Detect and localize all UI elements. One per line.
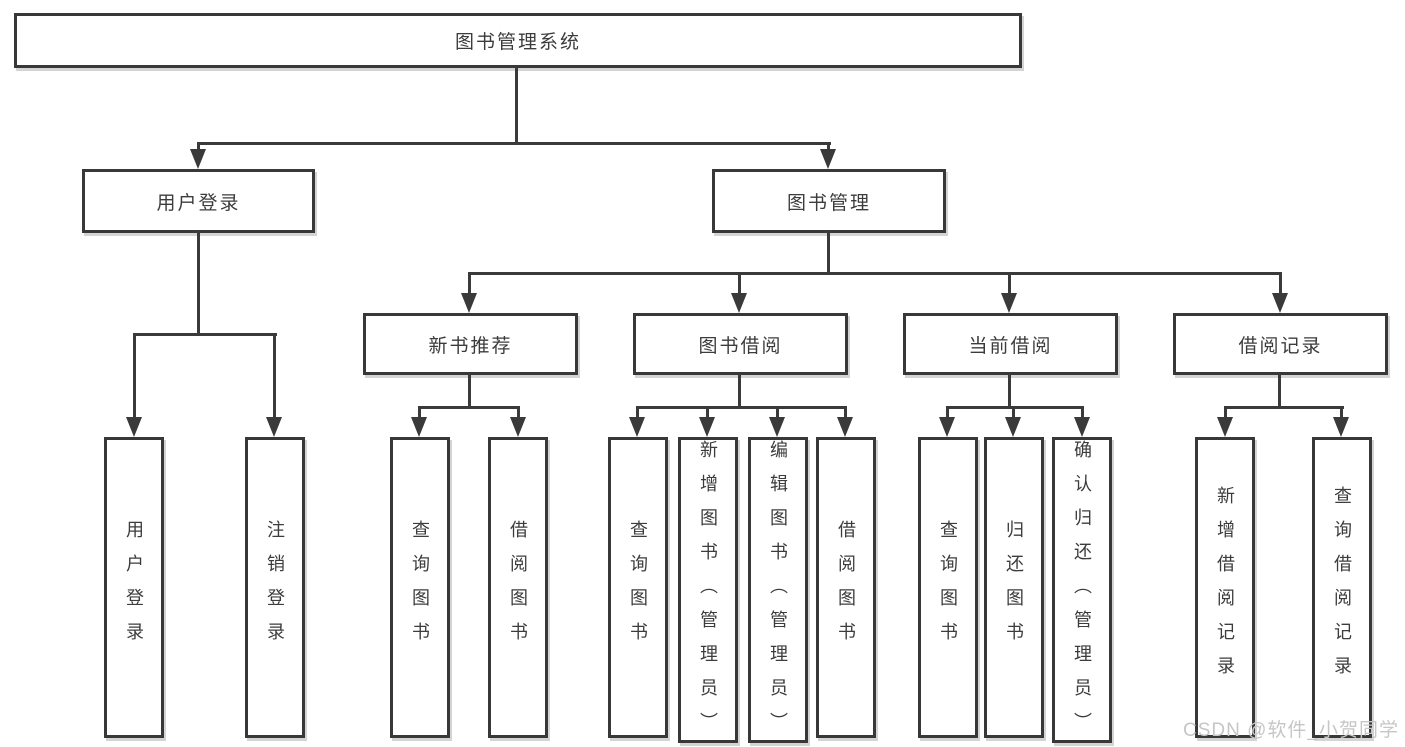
arrow-cb-query-icon bbox=[939, 417, 955, 437]
connector-drop-br-add bbox=[1224, 406, 1227, 419]
node-borrowing-records: 借阅记录 bbox=[1173, 313, 1388, 375]
leaf-bb-add-books-admin: 新增图书（管理员） bbox=[678, 437, 738, 746]
leaf-cb-return-books: 归还图书 bbox=[984, 437, 1044, 738]
connector-nbr-stem bbox=[468, 373, 471, 408]
connector-drop-nbr-borrow bbox=[517, 406, 520, 419]
connector-drop-nbr-query bbox=[418, 406, 421, 419]
leaf-logout-label: 注销登录 bbox=[265, 519, 285, 656]
node-user-login-label: 用户登录 bbox=[156, 192, 241, 214]
connector-drop-new-book-recommend bbox=[468, 272, 471, 294]
arrow-cb-return-icon bbox=[1005, 417, 1021, 437]
leaf-bb-add-books-admin-label: 新增图书（管理员） bbox=[698, 440, 718, 746]
arrow-leaf-logout-icon bbox=[266, 417, 282, 437]
leaf-cb-confirm-return-admin: 确认归还（管理员） bbox=[1052, 437, 1112, 746]
connector-bb-bar bbox=[636, 406, 847, 409]
arrow-borrowing-records-icon bbox=[1272, 293, 1288, 313]
arrow-bb-borrow-icon bbox=[837, 417, 853, 437]
arrow-current-borrowing-icon bbox=[1001, 293, 1017, 313]
arrow-nbr-query-icon bbox=[411, 417, 427, 437]
leaf-nbr-query-books-label: 查询图书 bbox=[410, 519, 430, 656]
arrow-bb-query-icon bbox=[629, 417, 645, 437]
arrow-book-borrowing-icon bbox=[731, 293, 747, 313]
node-root: 图书管理系统 bbox=[14, 13, 1022, 68]
connector-drop-current-borrowing bbox=[1008, 272, 1011, 294]
leaf-bb-query-books: 查询图书 bbox=[608, 437, 668, 738]
leaf-logout: 注销登录 bbox=[245, 437, 305, 738]
arrow-bb-edit-icon bbox=[769, 417, 785, 437]
watermark: CSDN @软件_小贺同学 bbox=[1183, 720, 1399, 741]
node-new-book-recommend-label: 新书推荐 bbox=[428, 335, 513, 357]
connector-root-stem bbox=[515, 66, 518, 144]
leaf-nbr-borrow-books: 借阅图书 bbox=[488, 437, 548, 738]
arrow-user-login-icon bbox=[190, 149, 206, 169]
node-book-borrowing-label: 图书借阅 bbox=[698, 335, 783, 357]
connector-user-login-bar bbox=[133, 333, 277, 336]
connector-drop-cb-return bbox=[1012, 406, 1015, 419]
connector-br-bar bbox=[1224, 406, 1344, 409]
leaf-bb-borrow-books: 借阅图书 bbox=[816, 437, 876, 738]
leaf-br-query-record-label: 查询借阅记录 bbox=[1332, 485, 1352, 690]
leaf-cb-return-books-label: 归还图书 bbox=[1004, 519, 1024, 656]
connector-book-management-bar bbox=[469, 272, 1282, 275]
connector-drop-leaf-logout bbox=[273, 333, 276, 419]
connector-drop-borrowing-records bbox=[1279, 272, 1282, 294]
connector-br-stem bbox=[1278, 373, 1281, 408]
connector-user-login-stem bbox=[197, 231, 200, 335]
arrow-nbr-borrow-icon bbox=[510, 417, 526, 437]
leaf-nbr-query-books: 查询图书 bbox=[390, 437, 450, 738]
node-root-label: 图书管理系统 bbox=[454, 32, 581, 53]
leaf-bb-borrow-books-label: 借阅图书 bbox=[836, 519, 856, 656]
node-new-book-recommend: 新书推荐 bbox=[363, 313, 578, 375]
connector-drop-bb-borrow bbox=[844, 406, 847, 419]
connector-drop-leaf-user-login bbox=[133, 333, 136, 419]
connector-drop-book-borrowing bbox=[738, 272, 741, 294]
connector-root-bar bbox=[197, 142, 831, 145]
arrow-br-query-icon bbox=[1333, 417, 1349, 437]
leaf-bb-edit-books-admin: 编辑图书（管理员） bbox=[748, 437, 808, 746]
connector-drop-br-query bbox=[1340, 406, 1343, 419]
connector-bb-stem bbox=[738, 373, 741, 408]
arrow-book-management-icon bbox=[820, 149, 836, 169]
node-current-borrowing-label: 当前借阅 bbox=[968, 335, 1053, 357]
arrow-leaf-user-login-icon bbox=[126, 417, 142, 437]
connector-drop-bb-query bbox=[636, 406, 639, 419]
node-user-login: 用户登录 bbox=[82, 169, 315, 233]
arrow-br-add-icon bbox=[1217, 417, 1233, 437]
node-book-management: 图书管理 bbox=[712, 169, 946, 233]
leaf-br-add-record: 新增借阅记录 bbox=[1195, 437, 1255, 738]
node-book-management-label: 图书管理 bbox=[786, 192, 871, 214]
arrow-cb-confirm-icon bbox=[1074, 417, 1090, 437]
connector-cb-bar bbox=[946, 406, 1084, 409]
leaf-cb-query-books: 查询图书 bbox=[918, 437, 978, 738]
leaf-cb-confirm-return-admin-label: 确认归还（管理员） bbox=[1072, 440, 1092, 746]
arrow-bb-add-icon bbox=[699, 417, 715, 437]
leaf-user-login-label: 用户登录 bbox=[124, 519, 144, 656]
connector-drop-cb-confirm bbox=[1081, 406, 1084, 419]
connector-book-management-stem bbox=[827, 231, 830, 274]
leaf-cb-query-books-label: 查询图书 bbox=[938, 519, 958, 656]
node-current-borrowing: 当前借阅 bbox=[903, 313, 1118, 375]
leaf-bb-query-books-label: 查询图书 bbox=[628, 519, 648, 656]
connector-drop-bb-add bbox=[706, 406, 709, 419]
arrow-new-book-recommend-icon bbox=[461, 293, 477, 313]
leaf-nbr-borrow-books-label: 借阅图书 bbox=[508, 519, 528, 656]
connector-nbr-bar bbox=[418, 406, 520, 409]
leaf-br-query-record: 查询借阅记录 bbox=[1312, 437, 1372, 738]
connector-cb-stem bbox=[1008, 373, 1011, 408]
connector-drop-cb-query bbox=[946, 406, 949, 419]
leaf-user-login: 用户登录 bbox=[104, 437, 164, 738]
leaf-bb-edit-books-admin-label: 编辑图书（管理员） bbox=[768, 440, 788, 746]
node-borrowing-records-label: 借阅记录 bbox=[1238, 335, 1323, 357]
node-book-borrowing: 图书借阅 bbox=[633, 313, 848, 375]
leaf-br-add-record-label: 新增借阅记录 bbox=[1215, 485, 1235, 690]
connector-drop-bb-edit bbox=[776, 406, 779, 419]
